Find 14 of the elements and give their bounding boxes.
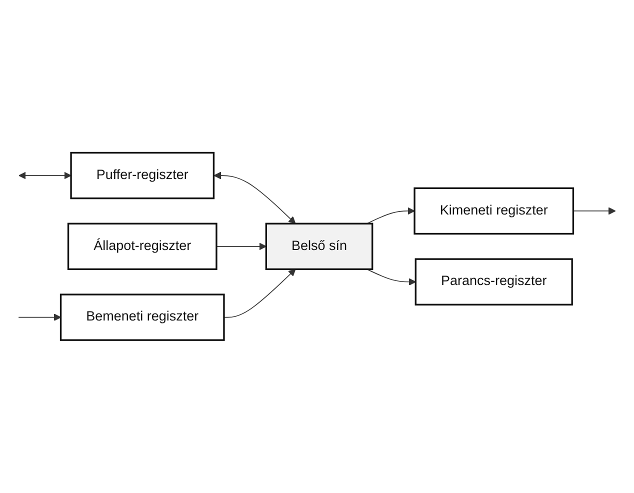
arrow	[18, 172, 72, 180]
arrow	[224, 268, 296, 318]
arrow	[216, 242, 266, 250]
node-box: Állapot-regiszter	[67, 222, 218, 270]
node-box: Puffer-regiszter	[70, 152, 215, 200]
node-box: Bemeneti regiszter	[60, 294, 225, 342]
node-box: Parancs-regiszter	[414, 258, 573, 306]
arrow	[214, 172, 296, 224]
arrow	[366, 207, 415, 224]
arrow	[572, 207, 616, 215]
arrow	[18, 314, 62, 322]
node-box: Belső sín	[265, 222, 374, 270]
arrow	[366, 268, 416, 286]
node-box: Kimeneti regiszter	[414, 187, 574, 235]
